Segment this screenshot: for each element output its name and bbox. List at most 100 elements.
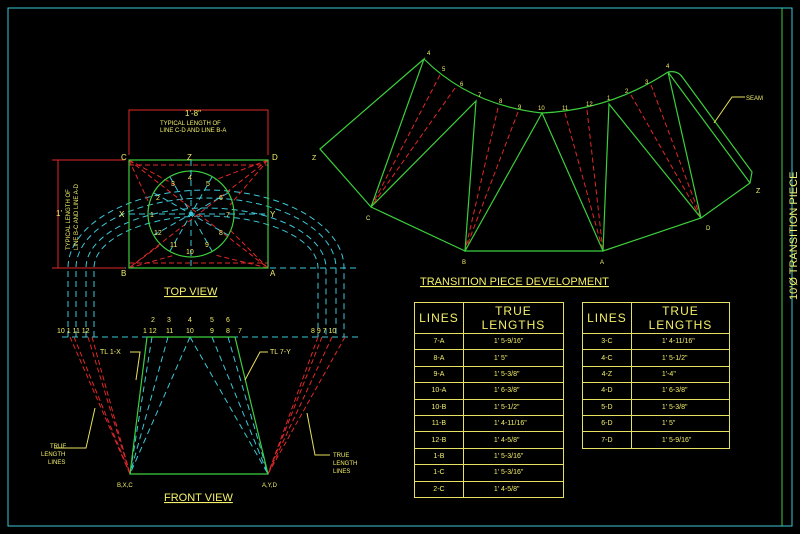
top-view-corners-4-label: A xyxy=(270,269,276,278)
development-labels-3-label: 6 xyxy=(460,82,464,88)
top-view-points-7-label: 8 xyxy=(219,230,223,237)
table-left-rows-0-1-label: 1' 5-9/16" xyxy=(462,332,565,351)
table-right-headers-0-label: LINES xyxy=(582,302,632,334)
top-view-corners-0-label: C xyxy=(121,153,127,162)
development-labels-12-label: 3 xyxy=(645,80,649,86)
development-labels-16-label: B xyxy=(462,260,466,266)
top-view-corners-2-label: D xyxy=(272,153,278,162)
top-view-dim-side-note-1-label: LINE B-C AND LINE A-D xyxy=(74,183,80,250)
top-view-points-10-label: 11 xyxy=(170,242,177,249)
table-right-rows-1-1-label: 1' 5-1/2" xyxy=(630,349,731,367)
front-view-true-length-right-1-label: LENGTH xyxy=(333,461,357,467)
front-view-right-base-label: A,Y,D xyxy=(262,483,278,489)
table-left-rows-1-0-label: 8-A xyxy=(414,349,464,367)
top-view-points-8-label: 9 xyxy=(205,242,209,249)
front-view-true-length-left-0-label: TRUE xyxy=(50,444,66,450)
table-left-rows-6-0-label: 12-B xyxy=(414,431,464,449)
development-labels-13-label: 4 xyxy=(666,64,670,70)
table-right-rows-2-1-label: 1'-4" xyxy=(630,365,731,384)
front-view-tl-right-label: TL 7-Y xyxy=(270,349,291,356)
development-title: TRANSITION PIECE DEVELOPMENT xyxy=(420,276,609,288)
table-right-headers-1-label: TRUE LENGTHS xyxy=(630,302,731,334)
top-view-points-3-label: 4 xyxy=(188,175,192,182)
development-labels-8-label: 11 xyxy=(562,106,569,112)
development-seam-label: SEAM xyxy=(746,96,763,102)
top-view-points-1-label: 2 xyxy=(156,195,160,202)
table-left-rows-4-1-label: 1' 5-1/2" xyxy=(462,398,565,416)
front-view-top-labels-mid-upper-1-label: 3 xyxy=(167,317,171,324)
front-view-top-labels-mid-lower-0-label: 1 12 xyxy=(143,328,157,335)
table-right-rows-2-0-label: 4-Z xyxy=(582,365,632,384)
table-left-rows-8-1-label: 1' 5-3/16" xyxy=(462,464,565,482)
drawing-border xyxy=(7,7,793,527)
table-left-rows-3-1-label: 1' 6-3/8" xyxy=(462,382,565,400)
front-view: 10 1 11 12 8 9 7 10 2 3 4 5 6 1 12 11 10… xyxy=(41,317,357,504)
table-left-rows-7-0-label: 1-B xyxy=(414,447,464,466)
development-labels-15-label: C xyxy=(366,216,371,222)
table-left-rows-1-1-label: 1' 5" xyxy=(462,349,565,367)
development-labels-9-label: 12 xyxy=(586,102,593,108)
front-view-true-length-right-2-label: LINES xyxy=(333,469,350,475)
development-labels-7-label: 10 xyxy=(538,106,545,112)
top-view-points-2-label: 3 xyxy=(171,181,175,188)
table-right-rows-0-1-label: 1' 4-11/16" xyxy=(630,332,731,351)
top-view-points-0-label: 1 xyxy=(150,212,154,219)
development-labels-5-label: 8 xyxy=(499,99,503,105)
top-view-points-4-label: 5 xyxy=(206,181,210,188)
front-view-top-labels-mid-lower-4-label: 8 xyxy=(226,328,230,335)
top-view-corners-3-label: B xyxy=(121,269,126,278)
table-left-rows-3-0-label: 10-A xyxy=(414,382,464,400)
front-view-top-labels-right-label: 8 9 7 10 xyxy=(311,328,336,335)
table-left-rows-5-1-label: 1' 4-11/16" xyxy=(462,414,565,433)
development-labels-18-label: D xyxy=(706,226,711,232)
front-view-top-labels-mid-lower-1-label: 11 xyxy=(166,328,173,335)
table-left-rows-9-1-label: 1' 4-5/8" xyxy=(462,480,565,498)
top-view-corners-1-label: Z xyxy=(187,153,192,162)
table-left-rows-2-0-label: 9-A xyxy=(414,365,464,384)
top-view-dim-top-note-0-label: TYPICAL LENGTH OF xyxy=(160,121,221,127)
front-view-top-labels-mid-upper-4-label: 6 xyxy=(226,317,230,324)
front-view-top-labels-mid-lower-2-label: 10 xyxy=(186,328,194,335)
front-view-top-labels-mid-upper-3-label: 5 xyxy=(210,317,214,324)
development-labels-14-label: Z xyxy=(756,188,761,195)
top-view-points-5-label: 6 xyxy=(219,195,223,202)
title-block-text: 10'Ø TRANSITION PIECE xyxy=(788,172,800,300)
table-left-headers-1-label: TRUE LENGTHS xyxy=(462,302,565,334)
front-view-title: FRONT VIEW xyxy=(164,492,233,504)
table-left-rows-4-0-label: 10-B xyxy=(414,398,464,416)
top-view: 1'-8" TYPICAL LENGTH OF LINE C-D AND LIN… xyxy=(52,109,278,298)
table-right-rows-3-1-label: 1' 6-3/8" xyxy=(630,382,731,400)
top-view-points-6-label: 7 xyxy=(226,212,230,219)
table-right-rows-0-0-label: 3-C xyxy=(582,332,632,351)
front-view-true-length-left-1-label: LENGTH xyxy=(41,452,65,458)
table-right-rows-5-0-label: 6-D xyxy=(582,414,632,433)
top-view-dim-side-label: 1' xyxy=(56,209,62,218)
top-view-corners-5-label: X xyxy=(119,210,125,219)
top-view-title: TOP VIEW xyxy=(164,286,218,298)
table-left-rows-7-1-label: 1' 5-3/16" xyxy=(462,447,565,466)
top-view-dim-side-note-0-label: TYPICAL LENGTH OF xyxy=(66,189,72,250)
top-view-dim-top-label: 1'-8" xyxy=(185,109,201,118)
top-view-points-11-label: 12 xyxy=(154,230,162,237)
table-left-rows-0-0-label: 7-A xyxy=(414,332,464,351)
table-left-rows-2-1-label: 1' 5-3/8" xyxy=(462,365,565,384)
development-labels-11-label: 2 xyxy=(625,89,629,95)
front-view-tl-left-label: TL 1-X xyxy=(100,349,121,356)
development-labels-1-label: 4 xyxy=(427,51,431,57)
top-view-dim-top-note-1-label: LINE C-D AND LINE B-A xyxy=(160,128,226,134)
front-view-top-labels-left-label: 10 1 11 12 xyxy=(57,328,90,335)
